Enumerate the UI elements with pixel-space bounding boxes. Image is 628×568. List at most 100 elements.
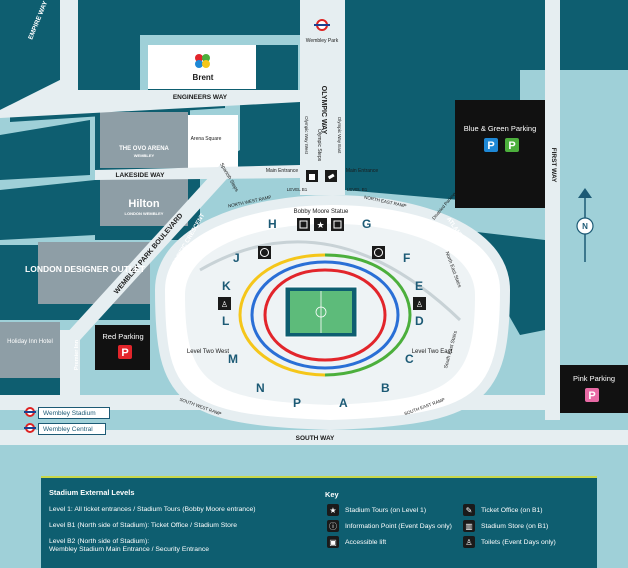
gate-e: E [415, 279, 423, 293]
svg-text:♙: ♙ [416, 300, 423, 309]
legend-panel: Stadium External Levels Level 1: All tic… [41, 476, 597, 568]
place-sse-arena-sub: WEMBLEY [134, 153, 155, 158]
ticket-icon: ✎ [463, 504, 475, 516]
road-olympic-way-east: Olympic Way East [337, 117, 342, 154]
north-arrow-icon: N [576, 188, 594, 262]
place-london-designer-outlet: LONDON DESIGNER OUTLET [25, 264, 146, 274]
brent-logo-icon [195, 54, 210, 68]
place-hilton-sub: LONDON WEMBLEY [125, 211, 164, 216]
legend-levels-title: Stadium External Levels [49, 488, 135, 497]
gate-d: D [415, 314, 424, 328]
place-sse-arena: THE OVO ARENA [119, 146, 169, 152]
place-brent: Brent [193, 73, 214, 82]
info-icon: ⓘ [327, 520, 339, 532]
station-wembley-central: Wembley Central [38, 423, 106, 435]
station-wembley-stadium: Wembley Stadium [38, 407, 110, 419]
legend-key-title: Key [325, 490, 339, 499]
info-icon [258, 246, 271, 259]
legend-levelb1: Level B1 (North side of Stadium): Ticket… [49, 522, 238, 529]
tier-blue-east [324, 260, 400, 370]
legend-levelb2-line2: Wembley Stadium Main Entrance / Security… [49, 546, 210, 553]
lift-icon [331, 218, 344, 231]
green-parking-icon [505, 138, 519, 152]
lift-icon: ▣ [327, 536, 339, 548]
store-icon: ▥ [463, 520, 475, 532]
svg-text:♙: ♙ [221, 300, 228, 309]
blue-parking-icon [484, 138, 498, 152]
tier-blue-west [250, 260, 326, 370]
wembley-stadium-rail-icon [24, 407, 36, 417]
gate-c: C [405, 352, 414, 366]
road-olympic-way: OLYMPIC WAY [320, 86, 327, 135]
red-p: P [121, 347, 128, 359]
tier-green-east [324, 253, 412, 377]
blue-p: P [487, 140, 494, 152]
legend-levelb2-line1: Level B2 (North side of Stadium): [49, 538, 150, 545]
toilets-icon: ♙ [218, 297, 231, 310]
gate-g: G [362, 217, 371, 231]
info-icon [372, 246, 385, 259]
ticket-icon [325, 170, 337, 182]
legend-tours: Stadium Tours (on Level 1) [345, 507, 427, 514]
green-p: P [508, 140, 515, 152]
toilets-icon: ♙ [413, 297, 426, 310]
pink-parking-icon [585, 388, 599, 402]
tier-yellow-west [238, 253, 326, 377]
brent-civic-centre [148, 45, 256, 89]
gate-k: K [222, 279, 231, 293]
svg-text:N: N [582, 222, 588, 231]
wembley-central-tube-icon [24, 423, 36, 433]
road-engineers-way: ENGINEERS WAY [173, 94, 228, 101]
roads [0, 0, 628, 445]
blue-green-parking-label: Blue & Green Parking [464, 124, 537, 133]
place-arena-square: Arena Square [191, 136, 222, 142]
legend-toilets: Toilets (Event Days only) [481, 539, 556, 546]
road-level-b1-left: LEVEL B1 [287, 187, 308, 192]
place-hilton: Hilton [128, 198, 159, 210]
legend-store: Stadium Store (on B1) [481, 523, 549, 530]
road-premier-inn: Premier Inn [74, 339, 80, 370]
pink-p: P [588, 390, 595, 402]
legend-lift: Accessible lift [345, 539, 387, 546]
blue-green-parking-area [455, 100, 545, 208]
toilets-icon: ♙ [463, 536, 475, 548]
gate-m: M [228, 352, 238, 366]
place-main-entrance-left: Main Entrance [266, 168, 298, 174]
gate-f: F [403, 251, 410, 265]
road-south-way: SOUTH WAY [296, 435, 335, 442]
place-wembley-park: Wembley Park [306, 38, 339, 44]
gate-p: P [293, 396, 301, 410]
tier-red-east [324, 268, 387, 362]
gate-l: L [222, 314, 229, 328]
legend-level1: Level 1: All ticket entrances / Stadium … [49, 506, 256, 513]
svg-text:★: ★ [316, 220, 324, 230]
gate-a: A [339, 396, 348, 410]
tours-icon: ★ [314, 218, 327, 231]
red-parking-icon [118, 345, 132, 359]
place-level-two-west: Level Two West [187, 349, 229, 355]
red-parking-label: Red Parking [102, 332, 143, 341]
road-first-way: FIRST WAY [550, 148, 557, 183]
legend-info: Information Point (Event Days only) [345, 523, 452, 530]
tier-red-west [263, 268, 326, 362]
place-bobby-moore: Bobby Moore Statue [294, 209, 349, 215]
road-olympic-steps: Olympic Steps [316, 129, 322, 162]
road-olympic-way-west: Olympic Way West [304, 116, 309, 155]
gate-h: H [268, 217, 277, 231]
place-level-two-east: Level Two East [412, 349, 453, 355]
legend-ticket: Ticket Office (on B1) [481, 507, 543, 514]
gate-n: N [256, 381, 265, 395]
store-icon [306, 170, 318, 182]
gate-b: B [381, 381, 390, 395]
gate-j: J [233, 251, 240, 265]
pink-parking-label: Pink Parking [573, 374, 615, 383]
lift-icon [297, 218, 310, 231]
place-main-entrance-right: Main Entrance [346, 168, 378, 174]
road-level-b1-right: LEVEL B1 [347, 187, 368, 192]
place-holiday-inn: Holiday Inn Hotel [7, 339, 53, 345]
road-lakeside-way: LAKESIDE WAY [116, 172, 166, 179]
stadium-arch [199, 240, 462, 322]
wembley-park-tube-icon [314, 19, 330, 31]
star-icon: ★ [327, 504, 339, 516]
